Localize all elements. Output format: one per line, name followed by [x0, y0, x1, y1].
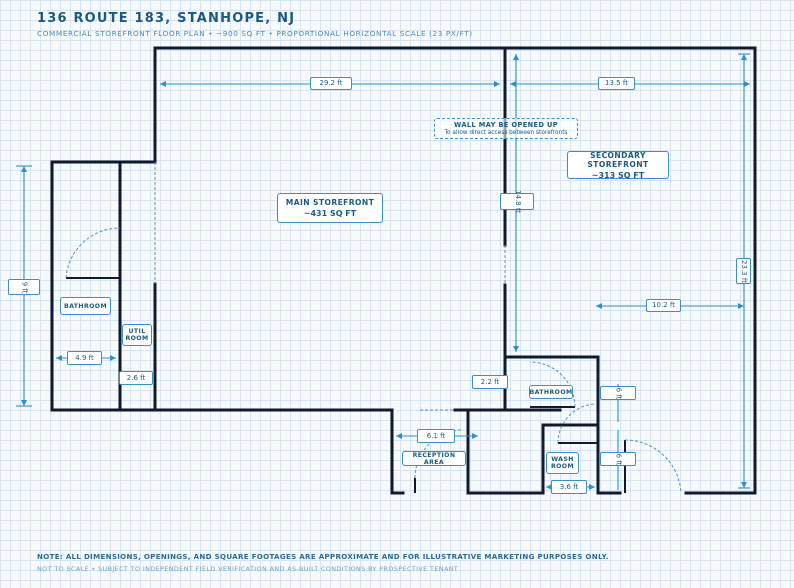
dim-left-wing-height: 9 ft	[20, 281, 29, 293]
dim-util-width: 2.6 ft	[119, 371, 153, 385]
dim-wash-height: 6 ft	[614, 453, 623, 465]
dim-right-total-height: 23.3 ft	[740, 259, 748, 283]
dim-rear-bath-height-box: 6 ft	[600, 386, 636, 400]
outer-wall-right	[153, 46, 757, 495]
partition-wall-lower	[453, 283, 507, 412]
dim-rear-bath-height: 6 ft	[614, 387, 623, 399]
dim-partition-height-box: 14.8 ft	[500, 190, 534, 213]
walls	[50, 46, 757, 495]
reception-bottom-right	[466, 408, 545, 495]
entry-door-swing	[624, 439, 682, 494]
dimension-lines	[16, 53, 750, 490]
bathroom-left-label: BATHROOM	[60, 297, 111, 315]
dim-left-wing-height-box: 9 ft	[8, 279, 40, 295]
reception-left	[390, 408, 405, 495]
footer-note: NOTE: ALL DIMENSIONS, OPENINGS, AND SQUA…	[37, 552, 609, 561]
main-storefront-label: MAIN STOREFRONT ~431 SQ FT	[277, 193, 383, 223]
footer-disclaimer: NOT TO SCALE • SUBJECT TO INDEPENDENT FI…	[37, 565, 459, 573]
dim-bath-width: 4.9 ft	[67, 351, 102, 365]
wash-room-top	[541, 410, 600, 495]
secondary-storefront-name: SECONDARY STOREFRONT	[587, 150, 649, 169]
plan-subtitle: COMMERCIAL STOREFRONT FLOOR PLAN • ~900 …	[37, 29, 473, 38]
wash-room-right	[596, 423, 622, 495]
dim-wash-width: 3.6 ft	[551, 480, 587, 494]
main-storefront-name: MAIN STOREFRONT	[285, 198, 375, 207]
reception-area-label: RECEPTION AREA	[402, 451, 466, 466]
bathroom-right-label: BATHROOM	[529, 385, 573, 399]
dim-right-total-height-box: 23.3 ft	[736, 258, 751, 284]
outer-wall-left	[50, 46, 394, 412]
util-room-line1: UTIL	[128, 328, 146, 335]
wash-door-swing	[557, 403, 598, 444]
secondary-storefront-label: SECONDARY STOREFRONT ~313 SQ FT	[567, 150, 669, 180]
wash-room-label: WASH ROOM	[546, 452, 579, 474]
dim-secondary-depth: 10.2 ft	[646, 299, 681, 312]
dim-reception-width: 6.1 ft	[417, 429, 455, 443]
wall-opening-callout: WALL MAY BE OPENED UP To allow direct ac…	[434, 118, 578, 139]
rear-bath-door-swing	[529, 361, 576, 408]
dim-top-secondary-width: 13.5 ft	[598, 77, 635, 90]
door-leaves	[66, 277, 626, 493]
dim-top-main-width: 29.2 ft	[310, 77, 352, 90]
util-room-label: UTIL ROOM	[122, 324, 152, 346]
dim-corridor-width: 2.2 ft	[472, 375, 508, 389]
bath-door-swing	[65, 227, 121, 279]
plan-title: 136 ROUTE 183, STANHOPE, NJ	[37, 11, 296, 26]
secondary-storefront-area: ~313 SQ FT	[591, 170, 645, 180]
callout-detail: To allow direct access between storefron…	[444, 130, 568, 136]
dim-wash-height-box: 6 ft	[600, 452, 636, 466]
util-room-line2: ROOM	[125, 335, 149, 342]
wash-room-line1: WASH	[551, 456, 574, 463]
rear-bath-wall	[503, 355, 600, 414]
dim-partition-height: 14.8 ft	[513, 190, 522, 213]
dimension-arrowheads	[21, 54, 750, 490]
wash-room-line2: ROOM	[550, 463, 575, 470]
main-storefront-area: ~431 SQ FT	[303, 209, 357, 218]
callout-heading: WALL MAY BE OPENED UP	[453, 121, 559, 129]
